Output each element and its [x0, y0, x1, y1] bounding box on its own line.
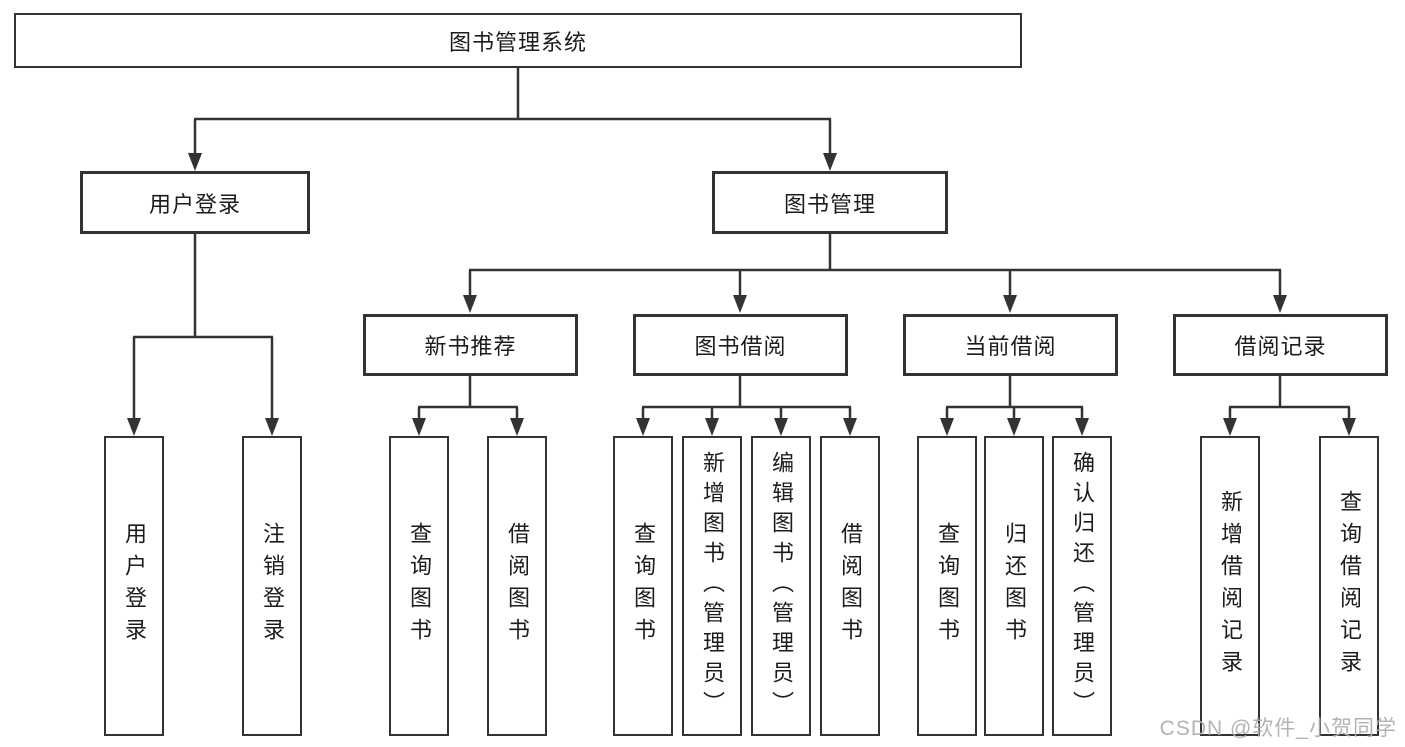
node-leaf-return-books: 归还图书	[984, 436, 1044, 736]
connector-book-borrowing-branch	[636, 376, 857, 436]
connector-new-book-recommend-branch	[412, 376, 524, 436]
node-leaf-user-login-label: 用户登录	[122, 522, 147, 650]
node-book-borrowing: 图书借阅	[633, 314, 848, 376]
node-leaf-query-books-3: 查询图书	[917, 436, 977, 736]
connector-book-management-branch	[463, 234, 1287, 313]
connector-root-to-level2	[188, 68, 837, 171]
node-leaf-add-borrow-record-label: 新增借阅记录	[1218, 490, 1243, 682]
node-library-management-system: 图书管理系统	[14, 13, 1022, 68]
connector-current-borrowing-branch	[940, 376, 1089, 436]
node-leaf-edit-book-admin-label: 编辑图书（管理员）	[769, 451, 794, 721]
node-leaf-query-books-2-label: 查询图书	[631, 522, 656, 650]
node-leaf-borrow-books-1-label: 借阅图书	[505, 522, 530, 650]
node-leaf-query-borrow-record: 查询借阅记录	[1319, 436, 1379, 736]
csdn-watermark: CSDN @软件_小贺同学	[1159, 717, 1397, 740]
node-leaf-borrow-books-1: 借阅图书	[487, 436, 547, 736]
node-leaf-query-books-3-label: 查询图书	[935, 522, 960, 650]
node-borrowing-records: 借阅记录	[1173, 314, 1388, 376]
node-leaf-query-books-1: 查询图书	[389, 436, 449, 736]
node-user-login: 用户登录	[80, 171, 310, 234]
node-leaf-query-books-1-label: 查询图书	[407, 522, 432, 650]
node-leaf-borrow-books-2-label: 借阅图书	[838, 522, 863, 650]
node-current-borrowing: 当前借阅	[903, 314, 1118, 376]
node-book-management: 图书管理	[712, 171, 948, 234]
node-leaf-query-books-2: 查询图书	[613, 436, 673, 736]
connector-borrowing-records-branch	[1223, 376, 1356, 436]
node-leaf-query-borrow-record-label: 查询借阅记录	[1337, 490, 1362, 682]
node-leaf-edit-book-admin: 编辑图书（管理员）	[751, 436, 811, 736]
node-leaf-add-book-admin: 新增图书（管理员）	[682, 436, 742, 736]
node-leaf-borrow-books-2: 借阅图书	[820, 436, 880, 736]
node-leaf-user-login: 用户登录	[104, 436, 164, 736]
node-leaf-add-book-admin-label: 新增图书（管理员）	[700, 451, 725, 721]
node-leaf-logout: 注销登录	[242, 436, 302, 736]
node-leaf-confirm-return-admin-label: 确认归还（管理员）	[1070, 451, 1095, 721]
node-leaf-confirm-return-admin: 确认归还（管理员）	[1052, 436, 1112, 736]
node-leaf-return-books-label: 归还图书	[1002, 522, 1027, 650]
node-new-book-recommend: 新书推荐	[363, 314, 578, 376]
node-leaf-logout-label: 注销登录	[260, 522, 285, 650]
node-leaf-add-borrow-record: 新增借阅记录	[1200, 436, 1260, 736]
connector-user-login-branch	[127, 234, 279, 436]
